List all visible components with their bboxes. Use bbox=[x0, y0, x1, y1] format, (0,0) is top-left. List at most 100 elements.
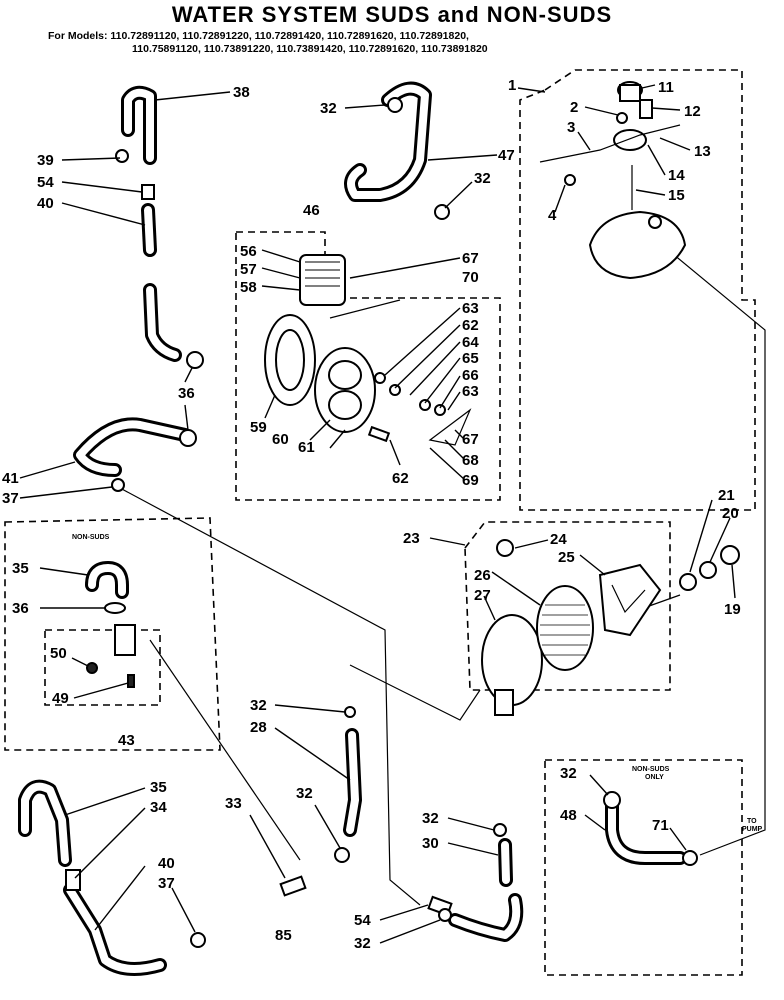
clamp-37-lower bbox=[190, 932, 206, 948]
filter-screen-26 bbox=[536, 585, 594, 671]
label-67-lower: 67 bbox=[462, 431, 479, 448]
screw-49 bbox=[127, 674, 135, 688]
screw-63 bbox=[374, 372, 386, 384]
label-32-lower-mid: 32 bbox=[296, 785, 313, 802]
label-32-hose-30: 32 bbox=[422, 810, 439, 827]
valve-body bbox=[588, 210, 687, 280]
label-40-upper: 40 bbox=[37, 195, 54, 212]
note-non-suds: NON-SUDS bbox=[72, 534, 110, 541]
tee-fitting-non-suds bbox=[114, 624, 136, 656]
label-59: 59 bbox=[250, 419, 267, 436]
clamp-36-lower bbox=[179, 429, 197, 447]
connector-line-f bbox=[329, 299, 401, 319]
label-13: 13 bbox=[694, 143, 711, 160]
label-48: 48 bbox=[560, 807, 577, 824]
label-49: 49 bbox=[52, 690, 69, 707]
washer-64 bbox=[389, 384, 401, 396]
label-58: 58 bbox=[240, 279, 257, 296]
label-32-hose-48: 32 bbox=[560, 765, 577, 782]
clamp-36-non-suds bbox=[104, 602, 126, 614]
hose-40-upper bbox=[141, 203, 157, 257]
label-23: 23 bbox=[403, 530, 420, 547]
clamp-36-upper bbox=[186, 351, 204, 369]
label-43: 43 bbox=[118, 732, 135, 749]
hose-35-lower bbox=[18, 779, 72, 867]
note-pump: PUMP bbox=[742, 826, 763, 833]
label-35-lower: 35 bbox=[150, 779, 167, 796]
filter-screen-mesh bbox=[540, 604, 590, 656]
label-33: 33 bbox=[225, 795, 242, 812]
valve-body-56-58 bbox=[299, 254, 346, 306]
hose-41 bbox=[73, 417, 192, 477]
cap-50 bbox=[86, 662, 98, 674]
filter-cover-mark bbox=[611, 584, 646, 614]
label-19: 19 bbox=[724, 601, 741, 618]
label-62-lower: 62 bbox=[392, 470, 409, 487]
label-15: 15 bbox=[668, 187, 685, 204]
label-32-hose-28: 32 bbox=[250, 697, 267, 714]
hose-28 bbox=[343, 728, 362, 837]
connector-line-c bbox=[349, 664, 481, 721]
label-54-upper: 54 bbox=[37, 174, 54, 191]
label-30: 30 bbox=[422, 835, 439, 852]
label-65: 65 bbox=[462, 350, 479, 367]
diagram-title: WATER SYSTEM SUDS and NON-SUDS bbox=[171, 2, 613, 27]
solenoid-14 bbox=[613, 129, 647, 151]
washer-21 bbox=[679, 573, 697, 591]
valve-assembly-box bbox=[519, 69, 756, 511]
label-34: 34 bbox=[150, 799, 167, 816]
label-37-upper: 37 bbox=[2, 490, 19, 507]
note-non-suds-only-1: NON-SUDS bbox=[632, 766, 670, 773]
label-71: 71 bbox=[652, 817, 669, 834]
label-46: 46 bbox=[303, 202, 320, 219]
label-85: 85 bbox=[275, 927, 292, 944]
label-1: 1 bbox=[508, 77, 516, 94]
models-line-1: For Models: 110.72891120, 110.72891220, … bbox=[48, 30, 469, 42]
cap-11-body bbox=[619, 84, 641, 102]
label-28: 28 bbox=[250, 719, 267, 736]
label-12: 12 bbox=[684, 103, 701, 120]
nut-19 bbox=[720, 545, 740, 565]
valve-coil bbox=[305, 261, 340, 287]
hose-30 bbox=[498, 838, 513, 887]
label-47: 47 bbox=[498, 147, 515, 164]
non-suds-box bbox=[4, 517, 221, 751]
screw-2 bbox=[616, 112, 628, 124]
note-to: TO bbox=[747, 818, 757, 825]
bracket-67 bbox=[428, 408, 472, 446]
label-66: 66 bbox=[462, 367, 479, 384]
label-2: 2 bbox=[570, 99, 578, 116]
label-32-top: 32 bbox=[320, 100, 337, 117]
non-suds-only-box bbox=[544, 759, 743, 976]
label-36-non-suds: 36 bbox=[12, 600, 29, 617]
note-non-suds-only-2: ONLY bbox=[645, 774, 664, 781]
clamp-32-lower-mid bbox=[334, 847, 350, 863]
clamp-39 bbox=[115, 149, 129, 163]
label-54-lower: 54 bbox=[354, 912, 371, 929]
hose-elbow-upper bbox=[143, 283, 182, 362]
fitting-33 bbox=[279, 875, 307, 897]
inlet-block-box bbox=[235, 231, 501, 501]
clamp-71 bbox=[682, 850, 698, 866]
label-63-lower: 63 bbox=[462, 383, 479, 400]
spring-65 bbox=[419, 399, 431, 411]
label-35-non-suds: 35 bbox=[12, 560, 29, 577]
clamp-32-bottom bbox=[438, 908, 452, 922]
connector-line-b bbox=[149, 639, 301, 861]
label-68: 68 bbox=[462, 452, 479, 469]
clamp-32-hose-47 bbox=[434, 204, 450, 220]
label-26: 26 bbox=[474, 567, 491, 584]
label-14: 14 bbox=[668, 167, 685, 184]
connector-line-d bbox=[649, 234, 766, 856]
seal-66 bbox=[434, 404, 446, 416]
label-37-lower: 37 bbox=[158, 875, 175, 892]
label-25: 25 bbox=[558, 549, 575, 566]
gasket-59-inner bbox=[275, 329, 305, 391]
hose-35-non-suds bbox=[85, 561, 129, 599]
filter-box bbox=[464, 521, 671, 691]
label-39: 39 bbox=[37, 152, 54, 169]
clip-24 bbox=[496, 539, 514, 557]
valve-port bbox=[648, 215, 662, 229]
label-24: 24 bbox=[550, 531, 567, 548]
